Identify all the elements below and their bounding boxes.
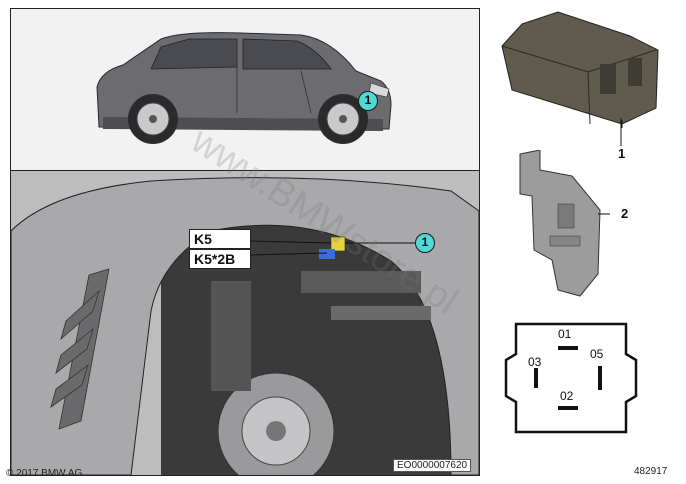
connector-label-k5-2b: K5*2B [189, 249, 251, 269]
vehicle-side-view [96, 32, 392, 144]
pin-label-03: 03 [528, 355, 542, 369]
pinout-diagram [504, 322, 638, 434]
wheel-arch-illustration [11, 177, 479, 475]
part-number-relay: 1 [618, 146, 626, 161]
copyright-notice: © 2017 BMW AG [6, 468, 83, 479]
part-number-bracket: 2 [621, 206, 629, 221]
relay-illustration [501, 11, 659, 128]
image-code: EO0000007620 [393, 459, 472, 472]
callout-marker-detail: 1 [415, 233, 435, 253]
diagram-number: 482917 [634, 466, 668, 477]
callout-marker-vehicle: 1 [358, 91, 378, 111]
vehicle-overview-panel: 1 [10, 8, 480, 171]
pin-label-02: 02 [560, 389, 574, 403]
installation-detail-panel: K5 K5*2B 1 EO0000007620 [10, 170, 480, 476]
bracket-illustration [519, 150, 610, 297]
pin-label-05: 05 [590, 347, 604, 361]
relay-leader-line [620, 118, 622, 146]
pin-label-01: 01 [558, 327, 572, 341]
connector-label-k5: K5 [189, 229, 251, 249]
